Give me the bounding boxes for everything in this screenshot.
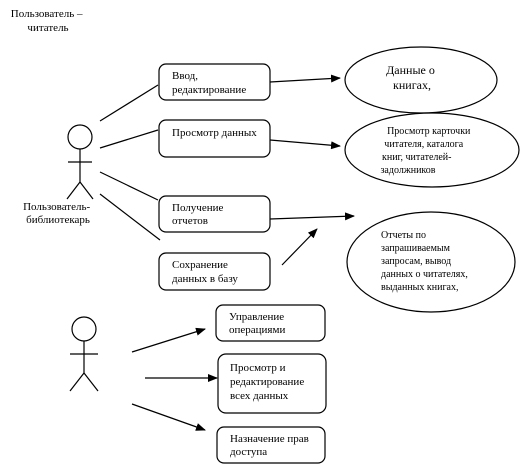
ellipse-reports: Отчеты по запрашиваемым запросам, вывод …: [346, 211, 516, 313]
book-data-line-1: Данные о: [386, 63, 435, 77]
arrow-input-edit-to-book-data: [269, 74, 341, 83]
librarian-actor-label: Пользователь- библиотекарь: [23, 201, 93, 226]
reports-line-5: выданных книгах,: [381, 282, 459, 293]
use-case-get-reports: Получение отчетов: [158, 195, 271, 233]
arrow-admin-manage-ops: [131, 327, 206, 353]
use-case-get-reports-box: [158, 195, 271, 233]
reports-line-3: запросам, вывод: [381, 256, 451, 267]
reader-card-line-4: задолжников: [380, 165, 435, 176]
use-case-save-db-box: [158, 252, 271, 291]
save-db-line-1: Сохранение: [172, 259, 228, 271]
ellipse-reader-card-shape: [344, 112, 520, 188]
use-case-save-db-text: Сохранение данных в базу: [172, 259, 238, 285]
view-edit-all-line-2: редактирование: [230, 376, 304, 388]
use-case-input-edit-text: Ввод, редактирование: [172, 70, 246, 96]
ellipse-reports-shape: [346, 211, 516, 313]
reader-card-line-1: Просмотр карточки: [387, 126, 471, 137]
assoc-librarian-get-reports: [99, 171, 159, 201]
use-case-assign-rights-box: [216, 426, 326, 464]
view-data-line-1: Просмотр данных: [172, 127, 257, 139]
reports-line-2: запрашиваемым: [381, 243, 451, 254]
librarian-actor: [66, 124, 94, 200]
use-case-save-db: Сохранение данных в базу: [158, 252, 271, 291]
use-case-input-edit: Ввод, редактирование: [158, 63, 271, 101]
ellipse-book-data: Данные о книгах,: [344, 46, 498, 114]
use-case-view-data: Просмотр данных: [158, 119, 271, 158]
reports-line-1: Отчеты по: [381, 230, 426, 241]
book-data-line-2: книгах,: [393, 78, 431, 92]
manage-ops-line-1: Управление: [229, 311, 284, 323]
use-case-view-edit-all-text: Просмотр и редактирование всех данных: [230, 362, 307, 402]
reports-line-4: данных о читателях,: [381, 269, 468, 280]
assign-rights-line-2: доступа: [230, 446, 267, 458]
librarian-actor-label-line-1: Пользователь-: [23, 201, 90, 213]
ellipse-reader-card-text: Просмотр карточки читателя, каталога кни…: [380, 126, 472, 176]
use-case-view-edit-all-box: [217, 353, 327, 414]
assoc-librarian-view-data: [99, 129, 159, 149]
arrow-get-reports-to-reports: [269, 212, 355, 221]
get-reports-line-1: Получение: [172, 202, 223, 214]
use-case-manage-ops: Управление операциями: [215, 304, 326, 342]
librarian-head: [67, 124, 93, 150]
reader-actor-label-line-2: читатель: [27, 22, 68, 34]
admin-left-leg: [69, 372, 85, 392]
use-case-assign-rights-text: Назначение прав доступа: [230, 433, 312, 458]
reader-actor-label: Пользователь – читатель: [11, 8, 85, 34]
ellipse-reports-text: Отчеты по запрашиваемым запросам, вывод …: [381, 230, 470, 293]
use-case-get-reports-text: Получение отчетов: [172, 202, 226, 227]
arrow-view-data-to-reader-card: [269, 139, 341, 150]
input-edit-line-1: Ввод,: [172, 70, 198, 82]
use-case-manage-ops-text: Управление операциями: [229, 311, 287, 336]
reader-card-line-3: книг, читателей-: [382, 152, 452, 163]
admin-right-leg: [83, 372, 99, 392]
librarian-right-leg: [79, 181, 94, 200]
librarian-actor-label-line-2: библиотекарь: [26, 214, 90, 226]
ellipse-reader-card: Просмотр карточки читателя, каталога кни…: [344, 112, 520, 188]
use-case-view-edit-all: Просмотр и редактирование всех данных: [217, 353, 327, 414]
arrow-save-db-up: [281, 228, 318, 266]
use-case-view-data-text: Просмотр данных: [172, 127, 257, 139]
reader-actor-label-line-1: Пользователь –: [11, 8, 83, 20]
view-edit-all-line-1: Просмотр и: [230, 362, 286, 374]
arrow-admin-assign-rights: [131, 403, 206, 431]
assign-rights-line-1: Назначение прав: [230, 433, 309, 445]
manage-ops-line-2: операциями: [229, 324, 285, 336]
assoc-librarian-input-edit: [99, 84, 159, 122]
reader-card-line-2: читателя, каталога: [384, 139, 463, 150]
ellipse-book-data-text: Данные о книгах,: [386, 63, 438, 92]
use-case-assign-rights: Назначение прав доступа: [216, 426, 326, 464]
use-case-view-data-box: [158, 119, 271, 158]
admin-head: [71, 316, 97, 342]
input-edit-line-2: редактирование: [172, 84, 246, 96]
save-db-line-2: данных в базу: [172, 273, 238, 285]
use-case-input-edit-box: [158, 63, 271, 101]
admin-actor: [69, 316, 99, 392]
view-edit-all-line-3: всех данных: [230, 390, 289, 402]
assoc-librarian-save-db: [99, 193, 161, 241]
use-case-manage-ops-box: [215, 304, 326, 342]
get-reports-line-2: отчетов: [172, 215, 208, 227]
librarian-left-leg: [66, 181, 81, 200]
